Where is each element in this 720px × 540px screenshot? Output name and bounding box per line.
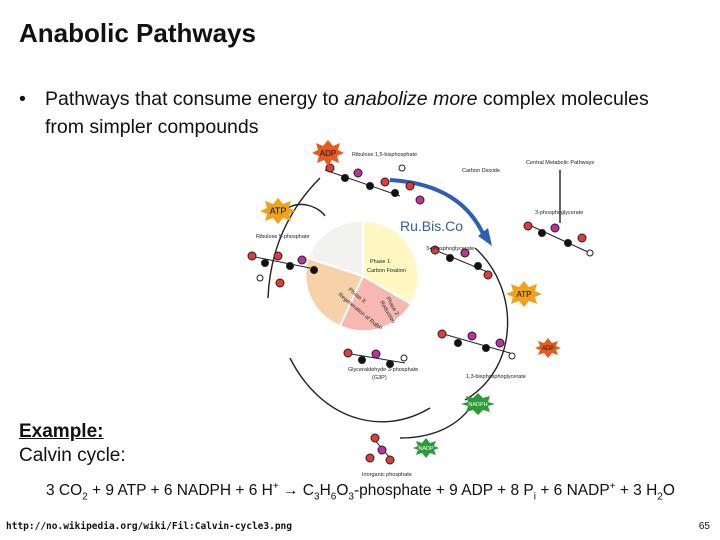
label-3-pg-2: 3-phosphoglycerate: [426, 246, 474, 252]
label-rubisco: Ru.Bis.Co: [400, 218, 463, 234]
phase3-wedge: [304, 256, 365, 328]
eq-part-d: -phosphate + 9 ADP + 8 P: [353, 482, 534, 500]
eq-part-c: → C: [278, 482, 314, 500]
page-number: 65: [698, 521, 710, 532]
nadp-label: NADP: [418, 446, 434, 452]
atp-star-left: [260, 198, 296, 224]
bullet-point: • Pathways that consume energy to anabol…: [19, 85, 679, 141]
molecule-lower-right: [437, 329, 516, 360]
eq-part-a: 3 CO: [46, 482, 83, 500]
eq-part-c-h: H: [319, 482, 331, 500]
molecule-clusters: [247, 163, 594, 465]
bullet-text-post: complex molecules from simpler compounds: [45, 88, 649, 138]
label-phase1: Phase 1:: [370, 259, 392, 265]
eq-sub-c3: 3: [348, 491, 354, 503]
eq-part-g: O: [662, 482, 675, 500]
bullet-text: Pathways that consume energy to anaboliz…: [45, 85, 679, 141]
rubisco-arrowhead: [478, 228, 492, 246]
example-heading: Example:: [19, 421, 104, 442]
adp-top-label: ADP: [320, 149, 336, 158]
eq-sub-d: i: [533, 491, 537, 503]
adp-right-label: ADP: [542, 346, 554, 352]
molecule-bottom: [343, 348, 408, 368]
phase3-wedge-rest: [306, 219, 364, 278]
cycle-arc-bottom: [289, 357, 431, 423]
bullet-text-pre: Pathways that consume energy to: [45, 88, 345, 110]
calvin-equation: 3 CO2 + 9 ATP + 6 NADPH + 6 H+ → C3H6O3-…: [46, 481, 675, 502]
energy-markers: ADP ATP ATP ADP NADPH NADP: [260, 140, 561, 458]
eq-part-c-o: O: [336, 482, 349, 500]
example-text: Calvin cycle:: [19, 445, 126, 466]
molecule-top: [324, 163, 425, 205]
diagram-labels: Ribulose 1,5-bisphosphate Carbon Dioxide…: [256, 152, 594, 478]
cycle-arrows: [267, 147, 561, 439]
calvin-cycle-diagram: ADP ATP ATP ADP NADPH NADP Ribulose 1,5-…: [247, 140, 594, 478]
bullet-dot: •: [19, 88, 26, 110]
eq-sub-c1: 3: [314, 491, 320, 503]
rubisco-arrow: [389, 178, 487, 239]
label-bpg: 1,3-bisphosphoglycerate: [466, 374, 526, 380]
nadph-star: [461, 393, 495, 415]
slide-title: Anabolic Pathways: [19, 18, 256, 48]
bullet-text-emphasis: anabolize more: [344, 88, 478, 110]
adp-star-right: [535, 338, 561, 358]
g3p-output-arc: [399, 407, 471, 439]
label-ribulose-5p: Ribulose 5-phosphate: [256, 234, 310, 240]
atp-right-label: ATP: [517, 290, 532, 299]
label-ribulose-bisphosphate: Ribulose 1,5-bisphosphate: [352, 152, 417, 158]
eq-part-e: + 6 NADP: [536, 482, 610, 500]
molecule-right: [523, 221, 594, 257]
atp-star-right: [506, 281, 542, 307]
eq-sub-c2: 6: [330, 491, 337, 503]
label-g3p-abbrev: (G3P): [372, 375, 387, 381]
atp-left-label: ATP: [270, 206, 287, 216]
eq-sub-f: 2: [657, 491, 663, 503]
label-g3p: Glyceraldehyde 3-phosphate: [348, 367, 418, 373]
label-phase1b: Carbon Fixation: [367, 268, 406, 274]
label-inorganic-phosphate: Inorganic phosphate: [362, 472, 412, 478]
cycle-arc-left: [267, 177, 321, 299]
eq-sup-b: +: [272, 481, 279, 492]
cycle-arc-right: [464, 247, 509, 401]
source-url: http://no.wikipedia.org/wiki/Fil:Calvin-…: [6, 521, 292, 532]
molecule-left: [247, 251, 318, 288]
label-3-pg: 3-phosphoglycerate: [535, 210, 583, 216]
example-block: Example: Calvin cycle:: [19, 420, 126, 468]
adp-star-top: [312, 140, 344, 166]
nadp-star: [413, 438, 439, 458]
label-carbon-dioxide: Carbon Dioxide: [462, 168, 500, 174]
eq-part-b: + 9 ATP + 6 NADPH + 6 H: [87, 482, 273, 500]
molecule-inorganic-phosphate: [365, 433, 395, 465]
molecule-center-right: [429, 245, 493, 280]
nadph-label: NADPH: [468, 402, 487, 408]
eq-sup-e: +: [609, 481, 616, 492]
phase-wedges: [304, 219, 420, 333]
eq-part-f: + 3 H: [615, 482, 658, 500]
eq-sub-a: 2: [82, 491, 88, 503]
phase2-wedge: [338, 274, 413, 333]
label-central-pathways: Central Metabolic Pathways: [526, 160, 594, 166]
